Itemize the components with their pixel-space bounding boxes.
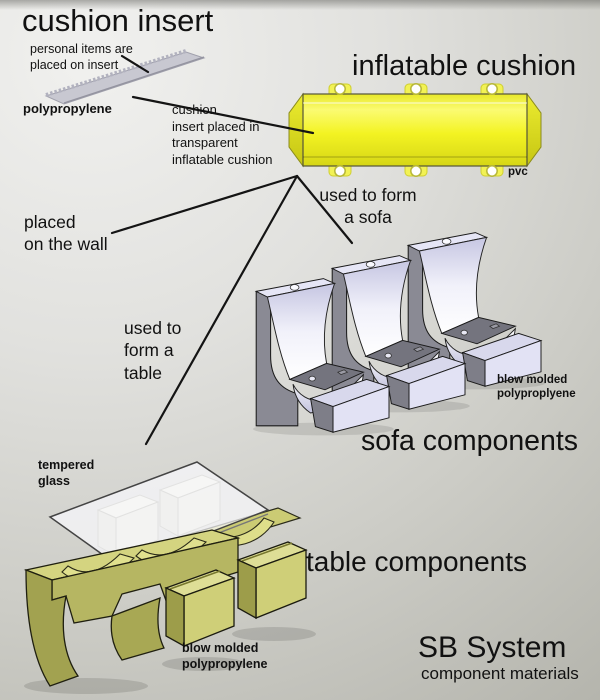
label-used-to-form-sofa: used to form a sofa (319, 185, 417, 228)
label-polypropylene: polypropylene (23, 101, 112, 116)
top-edge-shadow (0, 0, 600, 10)
label-sofa-material: blow molded polyproplyene (497, 374, 576, 401)
label-pvc: pvc (508, 166, 528, 178)
label-placed-on-wall: placed on the wall (24, 212, 108, 255)
title-cushion-insert: cushion insert (22, 3, 214, 38)
inflatable-cushion-graphic (288, 83, 542, 177)
polypropylene-insert-graphic (44, 49, 206, 105)
label-used-to-form-table: used to form a table (124, 318, 182, 383)
connector-line-personal-items (120, 54, 150, 74)
title-sb-system: SB System (418, 631, 567, 664)
title-table-components: table components (306, 546, 528, 577)
title-sofa-components: sofa components (361, 425, 579, 457)
connector-line-sofa (295, 174, 354, 245)
label-table-material: blow molded polypropylene (182, 641, 268, 671)
title-inflatable-cushion: inflatable cushion (352, 50, 577, 82)
label-tempered-glass: tempered glass (38, 458, 95, 488)
connector-line-wall (110, 174, 299, 235)
subtitle-component-materials: component materials (421, 664, 579, 683)
label-personal-items: personal items are placed on insert (30, 42, 133, 72)
grommet-holes-icon (334, 83, 498, 177)
table-components-graphic (23, 461, 316, 694)
connector-line-insert-to-cushion (131, 95, 315, 135)
connector-line-table (144, 174, 299, 446)
label-cushion-insert-note: cushion insert placed in transparent inf… (172, 102, 273, 167)
